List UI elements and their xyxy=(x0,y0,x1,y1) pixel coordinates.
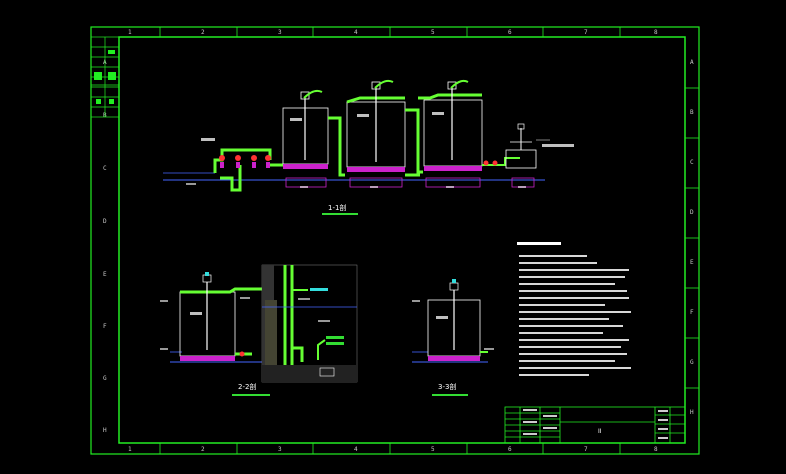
row-label-left-8: H xyxy=(103,427,107,434)
bottom-zone-markers xyxy=(159,443,621,454)
col-label-top-4: 4 xyxy=(354,29,358,36)
title-block-fills xyxy=(523,409,668,439)
section-1-1: 1-1剖 xyxy=(163,79,574,215)
row-label-right-3: C xyxy=(690,159,694,166)
title-block-drawing-title: II xyxy=(598,428,602,435)
title-block xyxy=(504,406,686,444)
col-label-bottom-1: 1 xyxy=(128,446,132,453)
col-label-bottom-5: 5 xyxy=(431,446,435,453)
col-label-top-3: 3 xyxy=(278,29,282,36)
inner-border xyxy=(118,36,686,444)
row-label-left-6: F xyxy=(103,323,107,330)
section-3-3-title: 3-3剖 xyxy=(438,382,456,391)
col-label-bottom-2: 2 xyxy=(201,446,205,453)
right-zone-markers xyxy=(685,87,699,389)
section-2-2: 2-2剖 xyxy=(160,264,358,396)
section-1-1-title: 1-1剖 xyxy=(328,203,346,212)
row-label-right-7: G xyxy=(690,359,694,366)
row-label-left-5: E xyxy=(103,271,107,278)
row-label-right-4: D xyxy=(690,209,694,216)
section-2-2-title: 2-2剖 xyxy=(238,382,256,391)
top-zone-markers xyxy=(159,27,621,37)
row-label-left-4: D xyxy=(103,218,107,225)
row-label-left-7: G xyxy=(103,375,107,382)
row-label-right-2: B xyxy=(690,109,694,116)
col-label-bottom-3: 3 xyxy=(278,446,282,453)
col-label-top-2: 2 xyxy=(201,29,205,36)
row-label-right-8: H xyxy=(690,409,694,416)
row-label-right-5: E xyxy=(690,259,694,266)
col-label-bottom-4: 4 xyxy=(354,446,358,453)
row-label-right-1: A xyxy=(690,59,694,66)
col-label-top-7: 7 xyxy=(584,29,588,36)
col-label-top-1: 1 xyxy=(128,29,132,36)
row-label-left-3: C xyxy=(103,165,107,172)
outer-border xyxy=(90,26,700,455)
col-label-bottom-6: 6 xyxy=(508,446,512,453)
col-label-top-6: 6 xyxy=(508,29,512,36)
revision-table-marks xyxy=(94,50,116,104)
col-label-bottom-8: 8 xyxy=(654,446,658,453)
col-label-bottom-7: 7 xyxy=(584,446,588,453)
row-label-right-6: F xyxy=(690,309,694,316)
section-3-3: 3-3剖 xyxy=(412,279,494,396)
valve-group xyxy=(219,155,271,168)
col-label-top-8: 8 xyxy=(654,29,658,36)
col-label-top-5: 5 xyxy=(431,29,435,36)
tank-3 xyxy=(423,99,483,167)
design-notes-block xyxy=(517,242,631,376)
